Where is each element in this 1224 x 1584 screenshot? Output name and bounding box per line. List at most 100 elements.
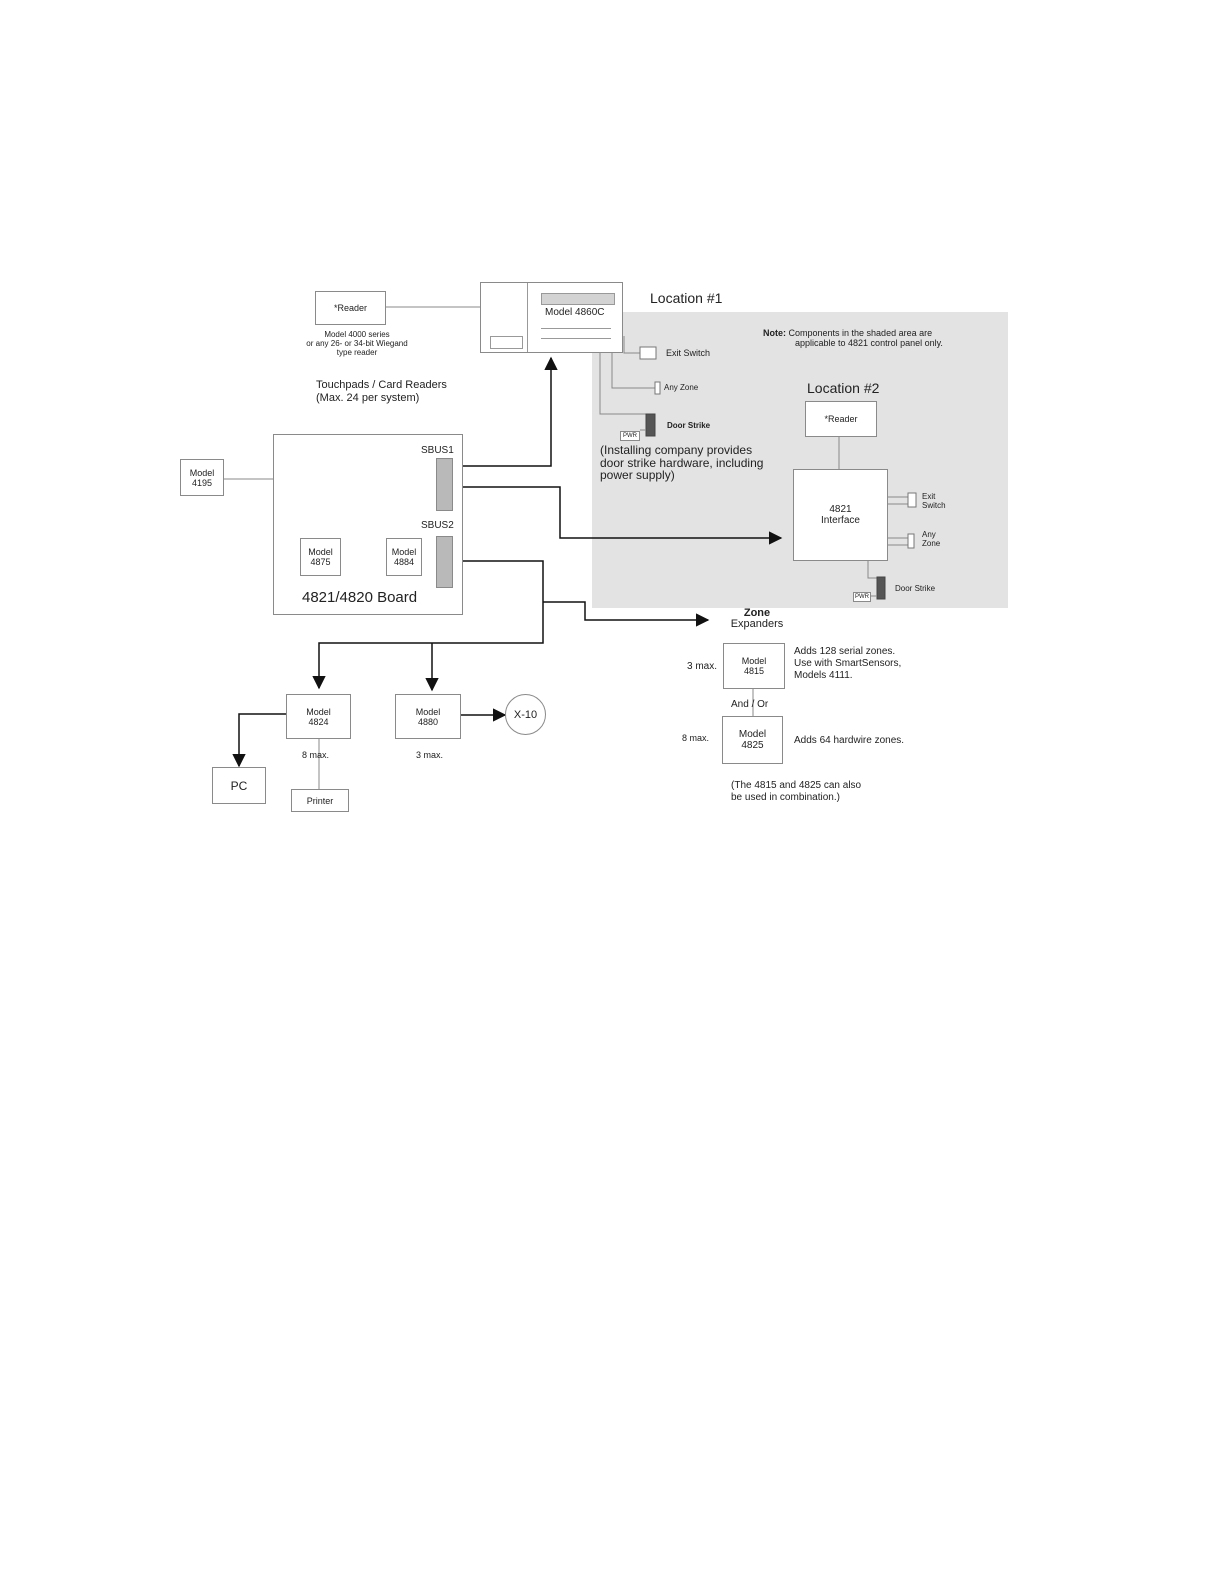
board-4821-4820: SBUS1 SBUS2 Model 4875 Model 4884 4821/4… (273, 434, 463, 615)
qty-4824: 8 max. (302, 750, 330, 760)
touchpads-line: Touchpads / Card Readers (316, 379, 447, 391)
pwr-box-2: PWR (853, 592, 871, 602)
printer-box: Printer (291, 789, 349, 812)
keypad-slot (490, 336, 523, 349)
any-zone-line: Any (922, 530, 936, 539)
touchpads-label: Touchpads / Card Readers (Max. 24 per sy… (316, 379, 447, 404)
model-4880-line: 4880 (417, 716, 439, 727)
exit-switch-label: Exit Switch (666, 348, 711, 358)
any-zone-symbol-2 (907, 533, 915, 549)
interface-line: 4821 (829, 504, 852, 515)
x10-circle: X-10 (505, 694, 546, 735)
installing-note-line: power supply) (600, 468, 675, 483)
model-4824-line: 4824 (308, 716, 329, 727)
exit-switch-label-2: Exit Switch (922, 492, 946, 511)
note-label: Note: (763, 328, 786, 338)
location2-title: Location #2 (807, 380, 880, 396)
model-4884-line: 4884 (393, 557, 415, 567)
door-strike-label-2: Door Strike (895, 584, 936, 593)
exit-switch-symbol-2 (907, 492, 917, 508)
model-4195-box: Model 4195 (180, 459, 224, 496)
model-4860c-box: Model 4860C (480, 282, 623, 353)
pc-box: PC (212, 767, 266, 804)
qty-4815: 3 max. (687, 661, 718, 672)
installing-note-line: door strike hardware, including (600, 455, 764, 470)
model-4824-line: Model (306, 706, 331, 717)
model-4875-line: Model (308, 547, 333, 557)
model-4875-line: 4875 (310, 557, 331, 567)
line-sbus2-main (312, 560, 544, 690)
reader-top-label: *Reader (333, 303, 368, 313)
line-sbus1-4860c (453, 356, 558, 467)
door-strike-label: Door Strike (667, 421, 711, 430)
reader-location2-box: *Reader (805, 401, 877, 437)
any-zone-line: Zone (922, 538, 941, 548)
desc-4825: Adds 64 hardwire zones. (794, 735, 905, 746)
model-4825-line: 4825 (741, 740, 764, 751)
line-sbus1-interface (453, 486, 783, 545)
combo-note: (The 4815 and 4825 can also be used in c… (731, 780, 861, 803)
pwr-label: PWR (623, 433, 637, 439)
line-4824-pc (232, 713, 286, 768)
model-4195-line: Model (189, 467, 215, 478)
touchpads-line: (Max. 24 per system) (316, 391, 420, 404)
interface-4821-box: 4821 Interface (793, 469, 888, 561)
sbus2-label: SBUS2 (421, 520, 454, 531)
exit-switch-symbol (639, 346, 657, 360)
x10-label: X-10 (513, 708, 538, 721)
zone-expanders-line: Expanders (730, 618, 784, 630)
desc-4815: Adds 128 serial zones. Use with SmartSen… (794, 646, 901, 682)
note-text-line: Components in the shaded area are (786, 328, 933, 338)
line-sbus2-zone (543, 601, 710, 627)
model-4824-box: Model 4824 (286, 694, 351, 739)
zone-expanders-line: Zone (743, 607, 771, 619)
and-or-label: And / Or (731, 699, 769, 710)
model-4825-box: Model 4825 (722, 716, 783, 764)
pc-label: PC (230, 778, 248, 793)
combo-note-line: (The 4815 and 4825 can also (731, 780, 862, 791)
shaded-area-note: Note: Components in the shaded area are … (763, 328, 943, 349)
interface-line: Interface (821, 515, 860, 526)
model-4195-line: 4195 (191, 477, 213, 488)
reader-top-caption: Model 4000 series or any 26- or 34-bit W… (282, 330, 432, 358)
model-4815-line: 4815 (743, 666, 765, 676)
qty-4880: 3 max. (416, 750, 444, 760)
reader-location2-label: *Reader (824, 414, 858, 424)
pwr-box: PWR (620, 431, 640, 441)
reader-caption-line: Model 4000 series (324, 330, 390, 339)
sbus1-label: SBUS1 (421, 445, 454, 456)
model-4884-box: Model 4884 (386, 538, 422, 576)
pwr-label-2: PWR (855, 594, 869, 600)
desc-4815-line: Adds 128 serial zones. (794, 646, 896, 657)
keypad-divider (527, 283, 528, 352)
reader-top-box: *Reader (315, 291, 386, 325)
note-text-line: applicable to 4821 control panel only. (795, 338, 943, 349)
exit-switch-line: Switch (922, 500, 946, 510)
zone-expanders-title: Zone Expanders (722, 608, 792, 630)
installing-note: (Installing company provides door strike… (600, 444, 763, 482)
qty-4825: 8 max. (682, 733, 710, 743)
model-4815-line: Model (741, 656, 767, 666)
keypad-line (541, 328, 611, 329)
any-zone-label: Any Zone (664, 383, 699, 392)
model-4880-line: Model (415, 706, 441, 717)
keypad-display (541, 293, 615, 305)
desc-4815-line: Use with SmartSensors, (794, 658, 902, 669)
door-strike-symbol (645, 413, 656, 437)
model-4815-box: Model 4815 (723, 643, 785, 689)
board-label: 4821/4820 Board (302, 589, 418, 606)
desc-4815-line: Models 4111. (794, 670, 853, 681)
combo-note-line: be used in combination.) (731, 791, 840, 803)
reader-caption-line: or any 26- or 34-bit Wiegand (306, 339, 408, 349)
model-4860c-label: Model 4860C (545, 307, 605, 318)
sbus1-connector (436, 458, 453, 511)
exit-switch-line: Exit (922, 492, 936, 501)
model-4880-box: Model 4880 (395, 694, 461, 739)
printer-label: Printer (306, 795, 334, 806)
installing-note-line: (Installing company provides (600, 443, 753, 457)
any-zone-symbol (654, 381, 661, 395)
door-strike-symbol-2 (876, 576, 886, 600)
any-zone-label-2: Any Zone (922, 530, 941, 549)
